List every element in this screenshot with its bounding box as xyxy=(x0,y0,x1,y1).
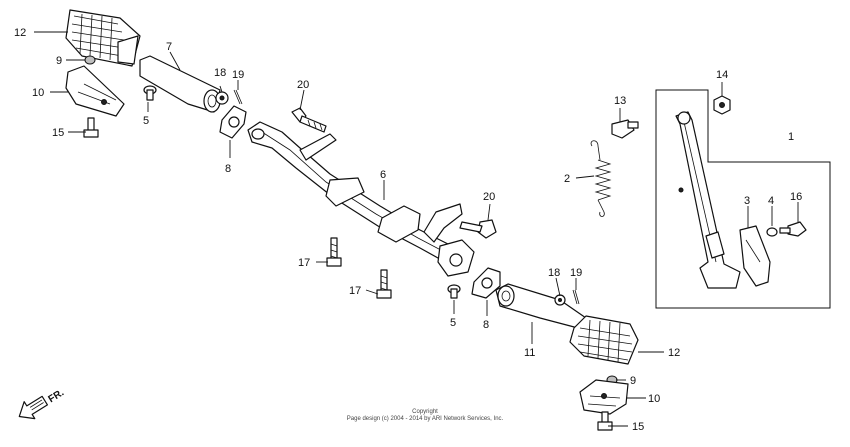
callout-11: 11 xyxy=(524,347,535,359)
callout-15-right: 15 xyxy=(632,421,644,433)
side-stand[interactable] xyxy=(675,111,741,289)
callout-12-left: 12 xyxy=(14,27,26,39)
right-cotter-pin[interactable] xyxy=(572,289,580,305)
copyright-footer: Copyright Page design (c) 2004 - 2014 by… xyxy=(0,409,850,423)
callout-4: 4 xyxy=(768,195,774,207)
direction-label: FR. xyxy=(47,387,67,405)
main-step-bar[interactable] xyxy=(247,121,475,277)
callout-13: 13 xyxy=(614,95,626,107)
right-pivot-pin[interactable] xyxy=(447,284,461,299)
leader-lines xyxy=(34,31,799,427)
callout-8-left: 8 xyxy=(225,163,231,175)
callout-5-right: 5 xyxy=(450,317,456,329)
callout-17-upper: 17 xyxy=(298,257,310,269)
upper-bolt[interactable] xyxy=(291,107,327,133)
callout-14: 14 xyxy=(716,69,728,81)
left-pivot-pin[interactable] xyxy=(143,85,157,101)
callout-18-right: 18 xyxy=(548,267,560,279)
callout-2: 2 xyxy=(564,173,570,185)
right-spacer-plate[interactable] xyxy=(471,267,501,299)
callout-17-lower: 17 xyxy=(349,285,361,297)
callout-8-right: 8 xyxy=(483,319,489,331)
collar[interactable] xyxy=(766,227,778,237)
right-footpeg-arm[interactable] xyxy=(495,283,587,329)
callout-1: 1 xyxy=(788,131,794,143)
side-stand-nut[interactable] xyxy=(713,95,731,115)
callout-20-middle: 20 xyxy=(483,191,495,203)
callout-15-left: 15 xyxy=(52,127,64,139)
right-footpeg-bracket[interactable] xyxy=(579,379,629,415)
side-stand-bracket[interactable] xyxy=(739,225,771,287)
spring-bolt[interactable] xyxy=(611,119,639,139)
callout-12-right: 12 xyxy=(668,347,680,359)
side-stand-spring[interactable] xyxy=(590,140,612,217)
callout-10-left: 10 xyxy=(32,87,44,99)
callout-20-upper: 20 xyxy=(297,79,309,91)
left-cotter-pin[interactable] xyxy=(233,89,243,105)
callout-16: 16 xyxy=(790,191,802,203)
right-washer[interactable] xyxy=(554,294,566,306)
callout-6: 6 xyxy=(380,169,386,181)
left-nut[interactable] xyxy=(84,55,96,65)
right-footpeg-rubber[interactable] xyxy=(569,315,639,365)
left-footpeg-arm[interactable] xyxy=(139,55,221,113)
bolt-17-upper[interactable] xyxy=(326,237,342,267)
side-stand-assembly-frame xyxy=(655,89,831,309)
callout-19-left: 19 xyxy=(232,69,244,81)
callout-18-left: 18 xyxy=(214,67,226,79)
left-spacer-plate[interactable] xyxy=(219,105,247,139)
callout-9-right: 9 xyxy=(630,375,636,387)
callout-9-left: 9 xyxy=(56,55,62,67)
left-washer[interactable] xyxy=(215,91,229,105)
callout-10-right: 10 xyxy=(648,393,660,405)
callout-19-right: 19 xyxy=(570,267,582,279)
callout-5-left: 5 xyxy=(143,115,149,127)
bolt-17-lower[interactable] xyxy=(376,269,392,299)
left-footpeg-rubber[interactable] xyxy=(65,9,141,67)
left-footpeg-bracket[interactable] xyxy=(65,65,125,117)
copyright-title: Copyright xyxy=(412,409,438,415)
right-bolt[interactable] xyxy=(597,411,613,431)
side-stand-bolt[interactable] xyxy=(779,221,807,237)
callout-7: 7 xyxy=(166,41,172,53)
callout-3: 3 xyxy=(744,195,750,207)
left-bolt[interactable] xyxy=(83,117,99,138)
copyright-notice: Page design (c) 2004 - 2014 by ARI Netwo… xyxy=(346,416,504,422)
middle-bolt[interactable] xyxy=(459,219,497,239)
